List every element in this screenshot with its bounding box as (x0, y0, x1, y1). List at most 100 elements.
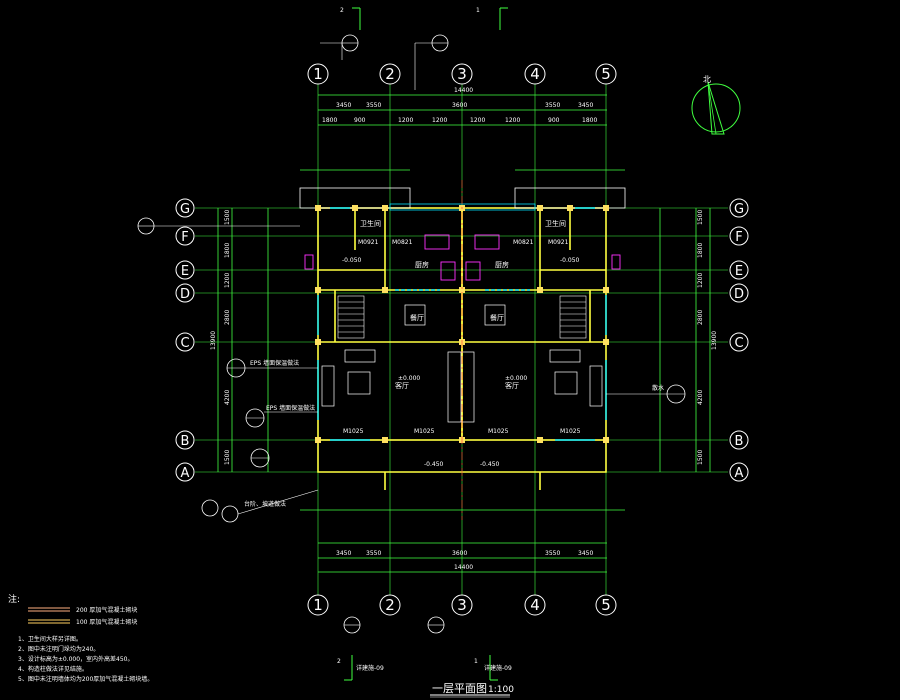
column-marker (352, 205, 358, 211)
axis-bubble-label: F (735, 230, 742, 245)
left-dim: 1800 (224, 243, 231, 258)
column-marker (603, 287, 609, 293)
left-dim: 1500 (224, 450, 231, 465)
left-dim: 1500 (224, 210, 231, 225)
drawing-title-text: 一层平面图 (432, 682, 487, 695)
legend-title: 注: (8, 593, 20, 605)
note-line: 5、图中未注明墙体均为200厚加气混凝土砌块墙。 (18, 675, 153, 683)
level-mark-right: ±0.000 (505, 375, 527, 382)
kitchen-fixtures (304, 234, 621, 281)
axis-bubble-label: C (734, 336, 743, 351)
axis-bubble-label: 5 (601, 65, 611, 83)
column-marker (537, 437, 543, 443)
section-mark-number: 1 (474, 658, 478, 665)
bottom-dimensions: 3450 3550 3600 3550 3450 14400 (300, 509, 625, 573)
left-dim: 2800 (224, 310, 231, 325)
top-fine-dim: 900 (548, 117, 560, 124)
axis-bubble-label: 1 (313, 596, 323, 614)
axis-bubble-label: C (180, 336, 189, 351)
top-dim-2: 3550 (366, 102, 381, 109)
level-mark-bath-left: -0.050 (342, 257, 362, 264)
callout-label: EPS 墙面保温做法 (266, 404, 315, 412)
top-dim-5: 3450 (578, 102, 593, 109)
axis-bubble-label: 2 (385, 596, 395, 614)
top-total-dimension: 14400 (454, 87, 473, 94)
section-mark-number: 2 (337, 658, 341, 665)
stair-right (559, 295, 587, 339)
axis-bubble-label: G (180, 202, 190, 217)
section-ref-label: 详建施-09 (356, 664, 384, 672)
door-tag: M0921 (358, 239, 379, 246)
section-mark-top-2: 2 (340, 7, 361, 30)
detail-callout-top-right (414, 34, 449, 90)
section-mark-number: 1 (476, 7, 480, 14)
right-dim: 4200 (697, 390, 704, 405)
note-line: 3、设计标高为±0.000，室内外高差450。 (18, 655, 133, 663)
callout-apron: 散水 (606, 384, 686, 404)
axis-bubble-label: 4 (530, 596, 540, 614)
left-dim: 4200 (224, 390, 231, 405)
top-dimensions: 14400 3450 3550 3600 3550 3450 1800 900 … (300, 87, 625, 171)
door-tag: M0921 (548, 239, 569, 246)
bottom-dim-3: 3600 (452, 550, 467, 557)
axis-line-4: 44 (524, 63, 546, 616)
column-marker (603, 339, 609, 345)
axis-bubble-label: G (734, 202, 744, 217)
room-label-dining-right: 餐厅 (490, 313, 504, 322)
room-label-living-right: 客厅 (505, 381, 519, 390)
column-marker (382, 437, 388, 443)
door-tags: M1025 M1025 M1025 M1025 M0821 M0821 M092… (343, 239, 581, 435)
general-notes: 1、卫生间大样另详图。 2、图中未注明门垛均为240。 3、设计标高为±0.00… (18, 635, 153, 683)
axis-bubble-label: F (181, 230, 188, 245)
callout-side-left (137, 217, 300, 235)
axis-bubble-label: E (735, 264, 743, 279)
top-dim-1: 3450 (336, 102, 351, 109)
room-label-kitchen-right: 厨房 (495, 260, 509, 269)
column-marker (315, 437, 321, 443)
bottom-dim-2: 3550 (366, 550, 381, 557)
bottom-dim-5: 3450 (578, 550, 593, 557)
column-marker (382, 287, 388, 293)
right-dim: 1500 (697, 210, 704, 225)
column-marker (315, 339, 321, 345)
room-label-kitchen-left: 厨房 (415, 260, 429, 269)
column-marker (537, 287, 543, 293)
left-total-dimension: 13900 (210, 331, 217, 350)
stair-left (337, 295, 365, 339)
section-ref-label: 详建施-09 (484, 664, 512, 672)
legend-item: 200 厚加气混凝土砌块 (76, 606, 137, 614)
top-fine-dim: 1200 (505, 117, 520, 124)
axis-bubble-label: E (181, 264, 189, 279)
axis-bubble-label: 4 (530, 65, 540, 83)
detail-callout-top-left (320, 34, 359, 60)
north-label: 北 (703, 75, 711, 84)
top-fine-dim: 1200 (398, 117, 413, 124)
room-label-bath-right: 卫生间 (545, 219, 566, 228)
left-dimensions: 13900 1500 4200 2800 1200 1800 1500 (210, 208, 269, 472)
door-tag: M0821 (392, 239, 413, 246)
top-dim-4: 3550 (545, 102, 560, 109)
furniture (321, 304, 603, 423)
axis-line-2: 22 (379, 63, 401, 616)
axis-bubble-label: 3 (457, 65, 467, 83)
top-fine-dim: 1800 (322, 117, 337, 124)
left-dim: 1200 (224, 273, 231, 288)
bottom-detail-bubbles (343, 616, 445, 634)
axis-bubble-label: 3 (457, 596, 467, 614)
axis-bubble-label: 5 (601, 596, 611, 614)
callout-b-left (250, 448, 270, 468)
axis-bubble-label: 2 (385, 65, 395, 83)
callout-label: EPS 墙面保温做法 (250, 359, 299, 367)
room-labels: 客厅 客厅 餐厅 餐厅 厨房 厨房 卫生间 卫生间 ±0.000 ±0.000 … (342, 219, 580, 468)
door-tag: M1025 (414, 428, 435, 435)
bottom-total-dimension: 14400 (454, 564, 473, 571)
windows (317, 207, 607, 441)
column-marker (315, 287, 321, 293)
door-tag: M1025 (488, 428, 509, 435)
room-label-bath-left: 卫生间 (360, 219, 381, 228)
axis-bubble-label: D (180, 287, 190, 302)
column-marker (459, 287, 465, 293)
callout-eps-2: EPS 墙面保温做法 (245, 404, 318, 428)
axis-bubble-label: A (181, 466, 190, 481)
door-tag: M1025 (560, 428, 581, 435)
